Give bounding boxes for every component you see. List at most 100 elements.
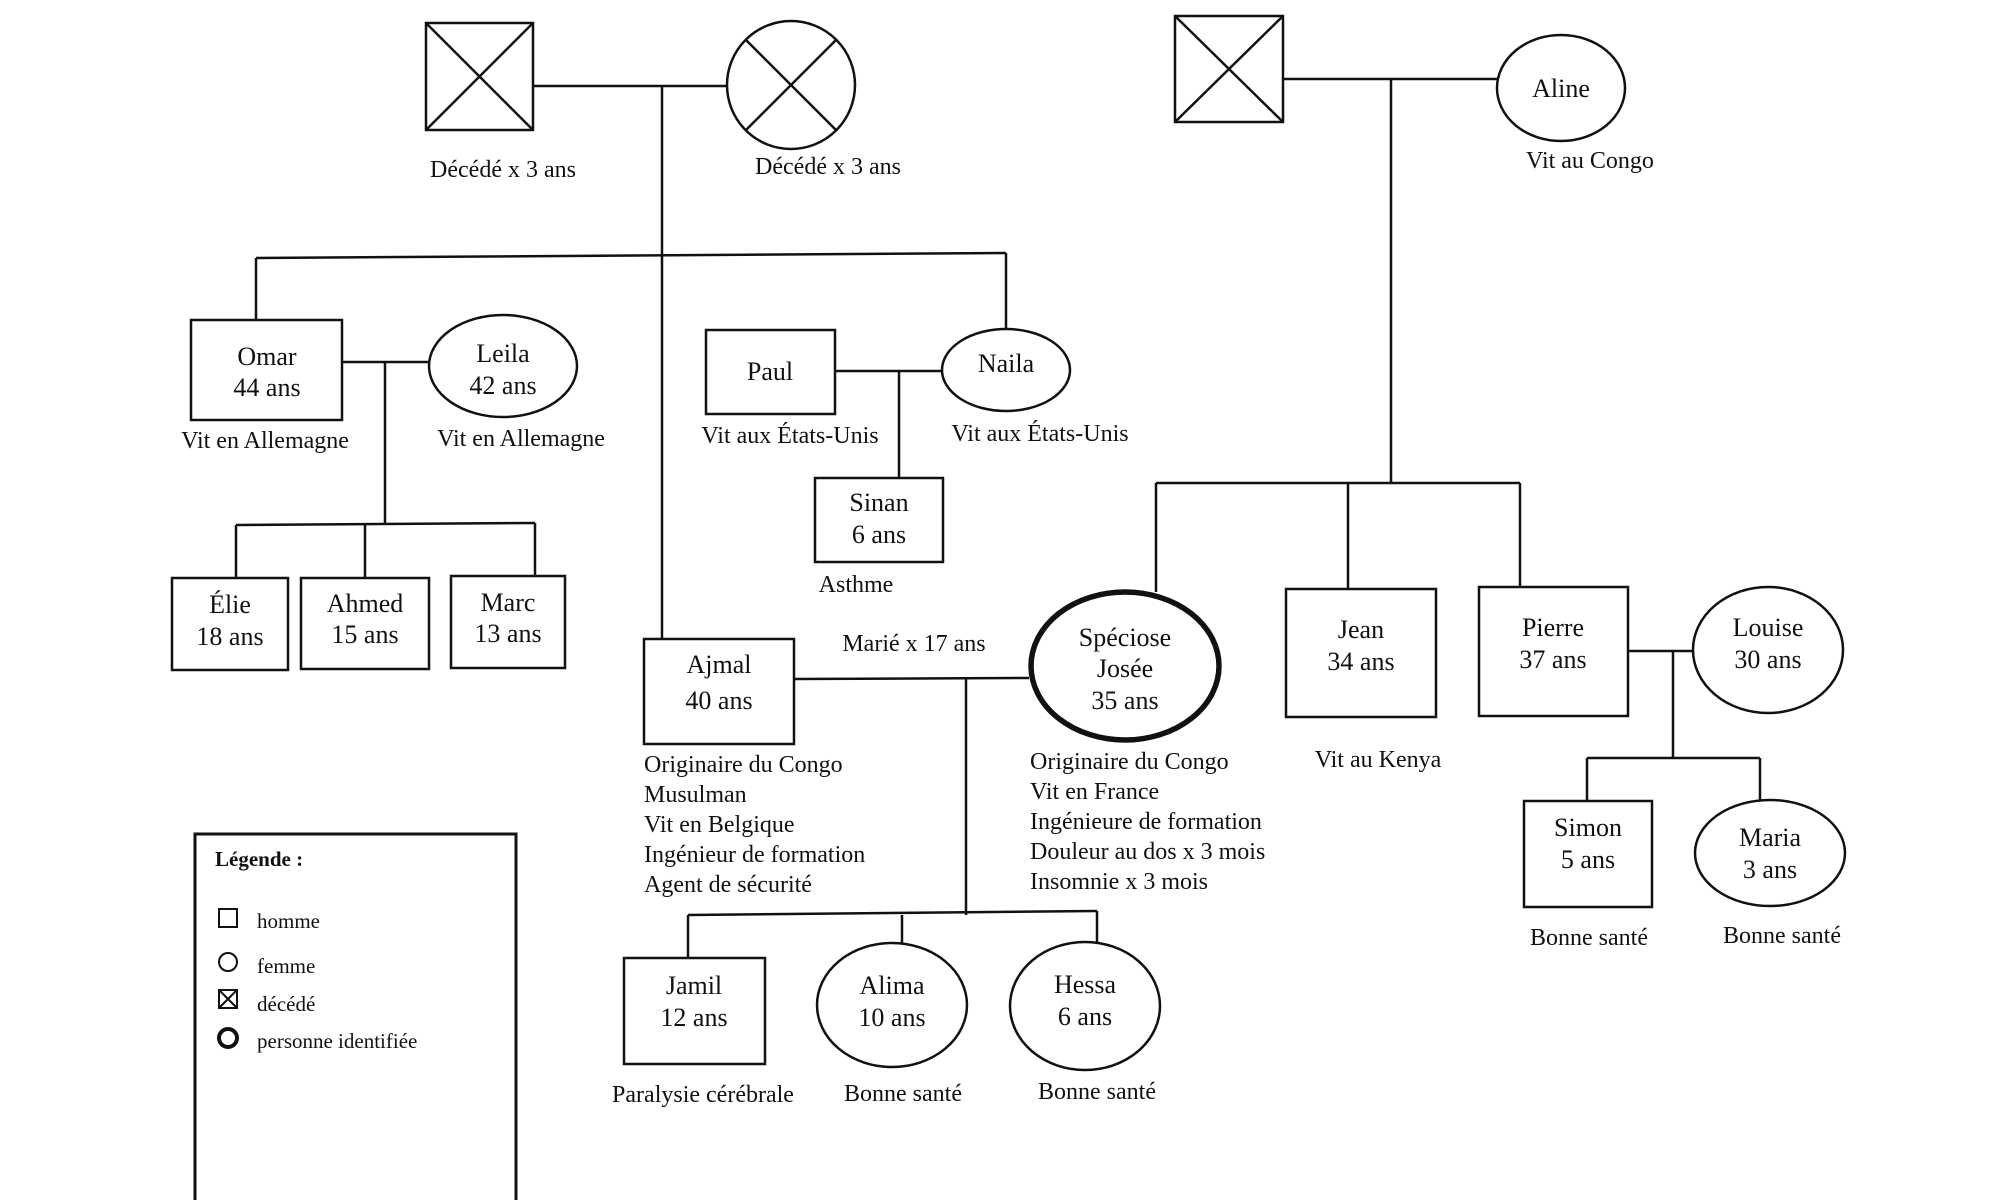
jamil-age: 12 ans [660,1003,727,1032]
ajmal-name: Ajmal [687,650,752,679]
simon-caption: Bonne santé [1530,925,1648,951]
person-jean: Jean 34 ans Vit au Kenya [1284,587,1442,773]
maria-name: Maria [1739,823,1802,852]
omar-caption: Vit en Allemagne [181,428,349,454]
person-louise: Louise 30 ans [1691,585,1845,715]
maria-caption: Bonne santé [1723,923,1841,949]
speciose-age: 35 ans [1091,686,1158,715]
person-hessa: Hessa 6 ans Bonne santé [1008,940,1162,1105]
sibling-bar-elie-marc [235,521,536,527]
omar-age: 44 ans [233,373,300,402]
simon-age: 5 ans [1561,845,1615,874]
person-paternal-grandmother: Décédé x 3 ans [725,19,901,180]
sinan-name: Sinan [849,488,908,517]
ajmal-age: 40 ans [685,686,752,715]
legend-title: Légende : [215,847,303,871]
hessa-age: 6 ans [1058,1002,1112,1031]
legend-label-femme: femme [257,954,315,978]
ahmed-name: Ahmed [327,589,404,618]
elie-name: Élie [209,590,251,619]
person-omar: Omar 44 ans Vit en Allemagne [181,318,349,454]
ajmal-detail-5: Agent de sécurité [644,872,812,898]
leila-name: Leila [476,339,530,368]
paternal-grandmother-caption: Décédé x 3 ans [755,154,901,180]
jean-name: Jean [1338,615,1384,644]
person-jamil: Jamil 12 ans Paralysie cérébrale [612,956,794,1108]
legend-crossed-square-icon [218,989,238,1009]
ajmal-detail-2: Musulman [644,782,747,808]
speciose-detail-1: Originaire du Congo [1030,749,1229,775]
person-aline: Aline Vit au Congo [1495,33,1654,174]
pierre-name: Pierre [1522,613,1584,642]
ajmal-detail-1: Originaire du Congo [644,752,843,778]
jamil-name: Jamil [666,971,722,1000]
person-pierre: Pierre 37 ans [1477,585,1630,718]
marriage-label: Marié x 17 ans [842,631,985,657]
person-ajmal: Ajmal 40 ans Originaire du Congo Musulma… [642,637,865,898]
ahmed-age: 15 ans [331,620,398,649]
alima-name: Alima [860,971,925,1000]
paul-caption: Vit aux États-Unis [701,423,878,449]
speciose-detail-3: Ingénieure de formation [1030,809,1262,835]
person-alima: Alima 10 ans Bonne santé [815,941,969,1107]
leila-caption: Vit en Allemagne [437,426,605,452]
legend-circle-icon [218,952,238,972]
person-naila: Naila Vit aux États-Unis [940,327,1129,447]
alima-caption: Bonne santé [844,1081,962,1107]
legend-square-icon [218,908,238,928]
marc-name: Marc [481,588,536,617]
hessa-name: Hessa [1054,970,1117,999]
person-maria: Maria 3 ans Bonne santé [1693,798,1847,949]
jamil-caption: Paralysie cérébrale [612,1082,794,1108]
aline-name: Aline [1532,74,1590,103]
paul-name: Paul [747,357,793,386]
person-simon: Simon 5 ans Bonne santé [1522,799,1654,951]
simon-name: Simon [1554,813,1622,842]
couple-line-ajmal-speciose [793,676,1030,681]
person-paternal-grandfather: Décédé x 3 ans [424,21,576,183]
marc-age: 13 ans [474,619,541,648]
hessa-caption: Bonne santé [1038,1079,1156,1105]
sinan-caption: Asthme [819,572,894,598]
legend-label-personne-identifiee: personne identifiée [257,1029,417,1053]
louise-name: Louise [1733,613,1804,642]
legend: Légende : homme femme décédé personne id… [193,832,518,1200]
jean-age: 34 ans [1327,647,1394,676]
person-elie: Élie 18 ans [170,576,290,672]
speciose-name-line-2: Josée [1097,654,1153,683]
connector-lines [234,77,1762,958]
person-marc: Marc 13 ans [449,574,567,670]
paternal-grandfather-caption: Décédé x 3 ans [430,157,576,183]
naila-name: Naila [978,349,1035,378]
speciose-detail-4: Douleur au dos x 3 mois [1030,839,1265,865]
elie-age: 18 ans [196,622,263,651]
sibling-bar-omar-naila [255,251,1007,260]
person-leila: Leila 42 ans Vit en Allemagne [427,313,605,452]
person-maternal-grandfather [1173,14,1285,124]
alima-age: 10 ans [858,1003,925,1032]
louise-age: 30 ans [1734,645,1801,674]
pierre-age: 37 ans [1519,645,1586,674]
legend-label-homme: homme [257,909,320,933]
aline-caption: Vit au Congo [1526,148,1654,174]
sibling-bar-jamil-hessa [687,909,1098,917]
sinan-age: 6 ans [852,520,906,549]
legend-bold-circle-icon [217,1027,239,1049]
person-speciose-josee: Spéciose Josée 35 ans Originaire du Cong… [1028,589,1265,895]
ajmal-detail-3: Vit en Belgique [644,812,795,838]
naila-caption: Vit aux États-Unis [951,421,1128,447]
omar-name: Omar [237,342,297,371]
person-paul: Paul Vit aux États-Unis [701,328,879,449]
person-sinan: Sinan 6 ans Asthme [813,476,945,598]
speciose-name-line-1: Spéciose [1079,623,1171,652]
legend-label-decede: décédé [257,992,315,1016]
legend-box [193,832,518,1200]
jean-caption: Vit au Kenya [1315,747,1442,773]
person-ahmed: Ahmed 15 ans [299,576,431,671]
maria-age: 3 ans [1743,855,1797,884]
speciose-detail-2: Vit en France [1030,779,1159,805]
ajmal-detail-4: Ingénieur de formation [644,842,865,868]
leila-age: 42 ans [469,371,536,400]
